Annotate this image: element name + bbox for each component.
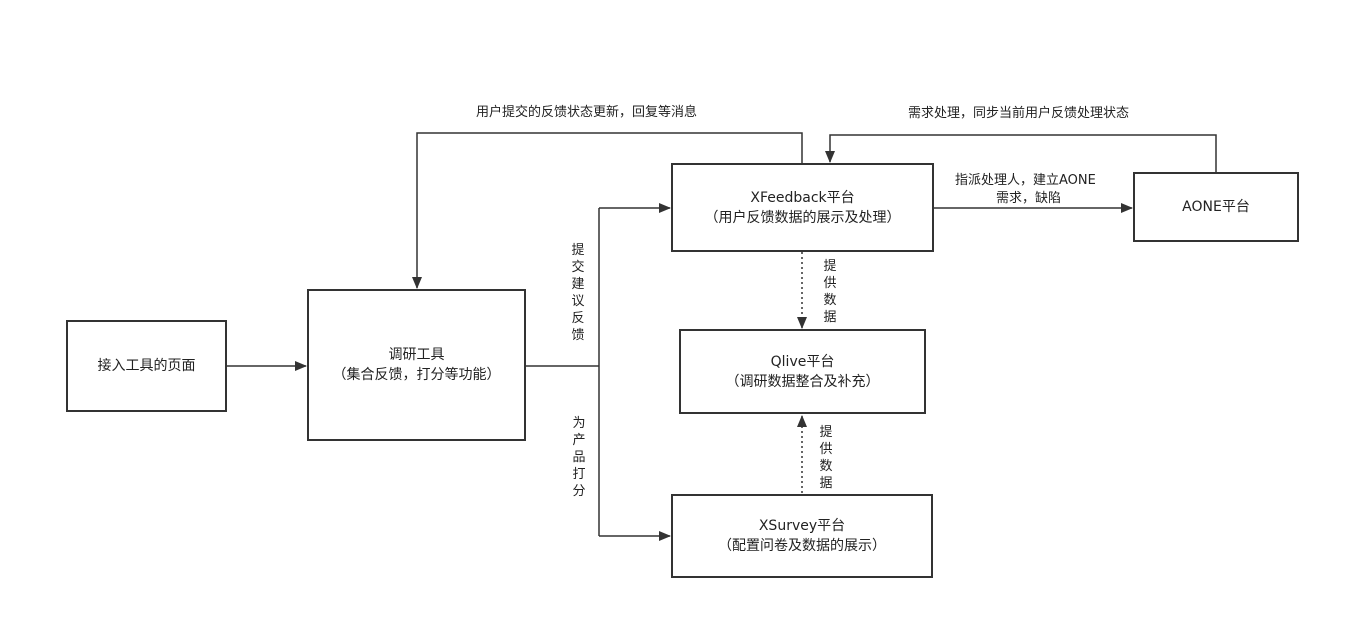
node-xfeedback-title: XFeedback平台	[750, 189, 855, 206]
node-qlive: Qlive平台 （调研数据整合及补充）	[679, 329, 926, 414]
label-status-update: 用户提交的反馈状态更新，回复等消息	[476, 105, 698, 120]
node-survey-tool: 调研工具 （集合反馈，打分等功能）	[307, 289, 526, 441]
node-access-page-title: 接入工具的页面	[97, 358, 196, 374]
label-submit-feedback: 提交建议反馈	[571, 243, 585, 343]
label-sync-status: 需求处理，同步当前用户反馈处理状态	[908, 106, 1130, 121]
node-survey-tool-title: 调研工具	[388, 347, 445, 363]
edge-aone-to-xfeedback	[825, 134, 1217, 173]
node-xfeedback: XFeedback平台 （用户反馈数据的展示及处理）	[671, 163, 934, 252]
label-assign-line2: 需求，缺陷	[996, 191, 1062, 206]
label-provide-data-top: 提供数据	[823, 259, 837, 325]
node-aone: AONE平台	[1133, 172, 1299, 242]
label-assign-line1: 指派处理人，建立AONE	[955, 173, 1096, 188]
node-survey-tool-subtitle: （集合反馈，打分等功能）	[332, 367, 501, 383]
node-xsurvey-title: XSurvey平台	[758, 518, 846, 534]
node-aone-title: AONE平台	[1182, 199, 1250, 215]
node-xsurvey-subtitle: （配置问卷及数据的展示）	[718, 538, 886, 554]
label-rate-product: 为产品打分	[572, 416, 586, 499]
node-qlive-subtitle: （调研数据整合及补充）	[725, 373, 880, 390]
node-xfeedback-subtitle: （用户反馈数据的展示及处理）	[704, 209, 901, 226]
node-xsurvey: XSurvey平台 （配置问卷及数据的展示）	[671, 494, 933, 578]
node-access-page: 接入工具的页面	[66, 320, 227, 412]
edge-xfeedback-to-survey	[412, 132, 803, 289]
label-provide-data-bottom: 提供数据	[819, 425, 833, 491]
node-qlive-title: Qlive平台	[770, 353, 835, 370]
